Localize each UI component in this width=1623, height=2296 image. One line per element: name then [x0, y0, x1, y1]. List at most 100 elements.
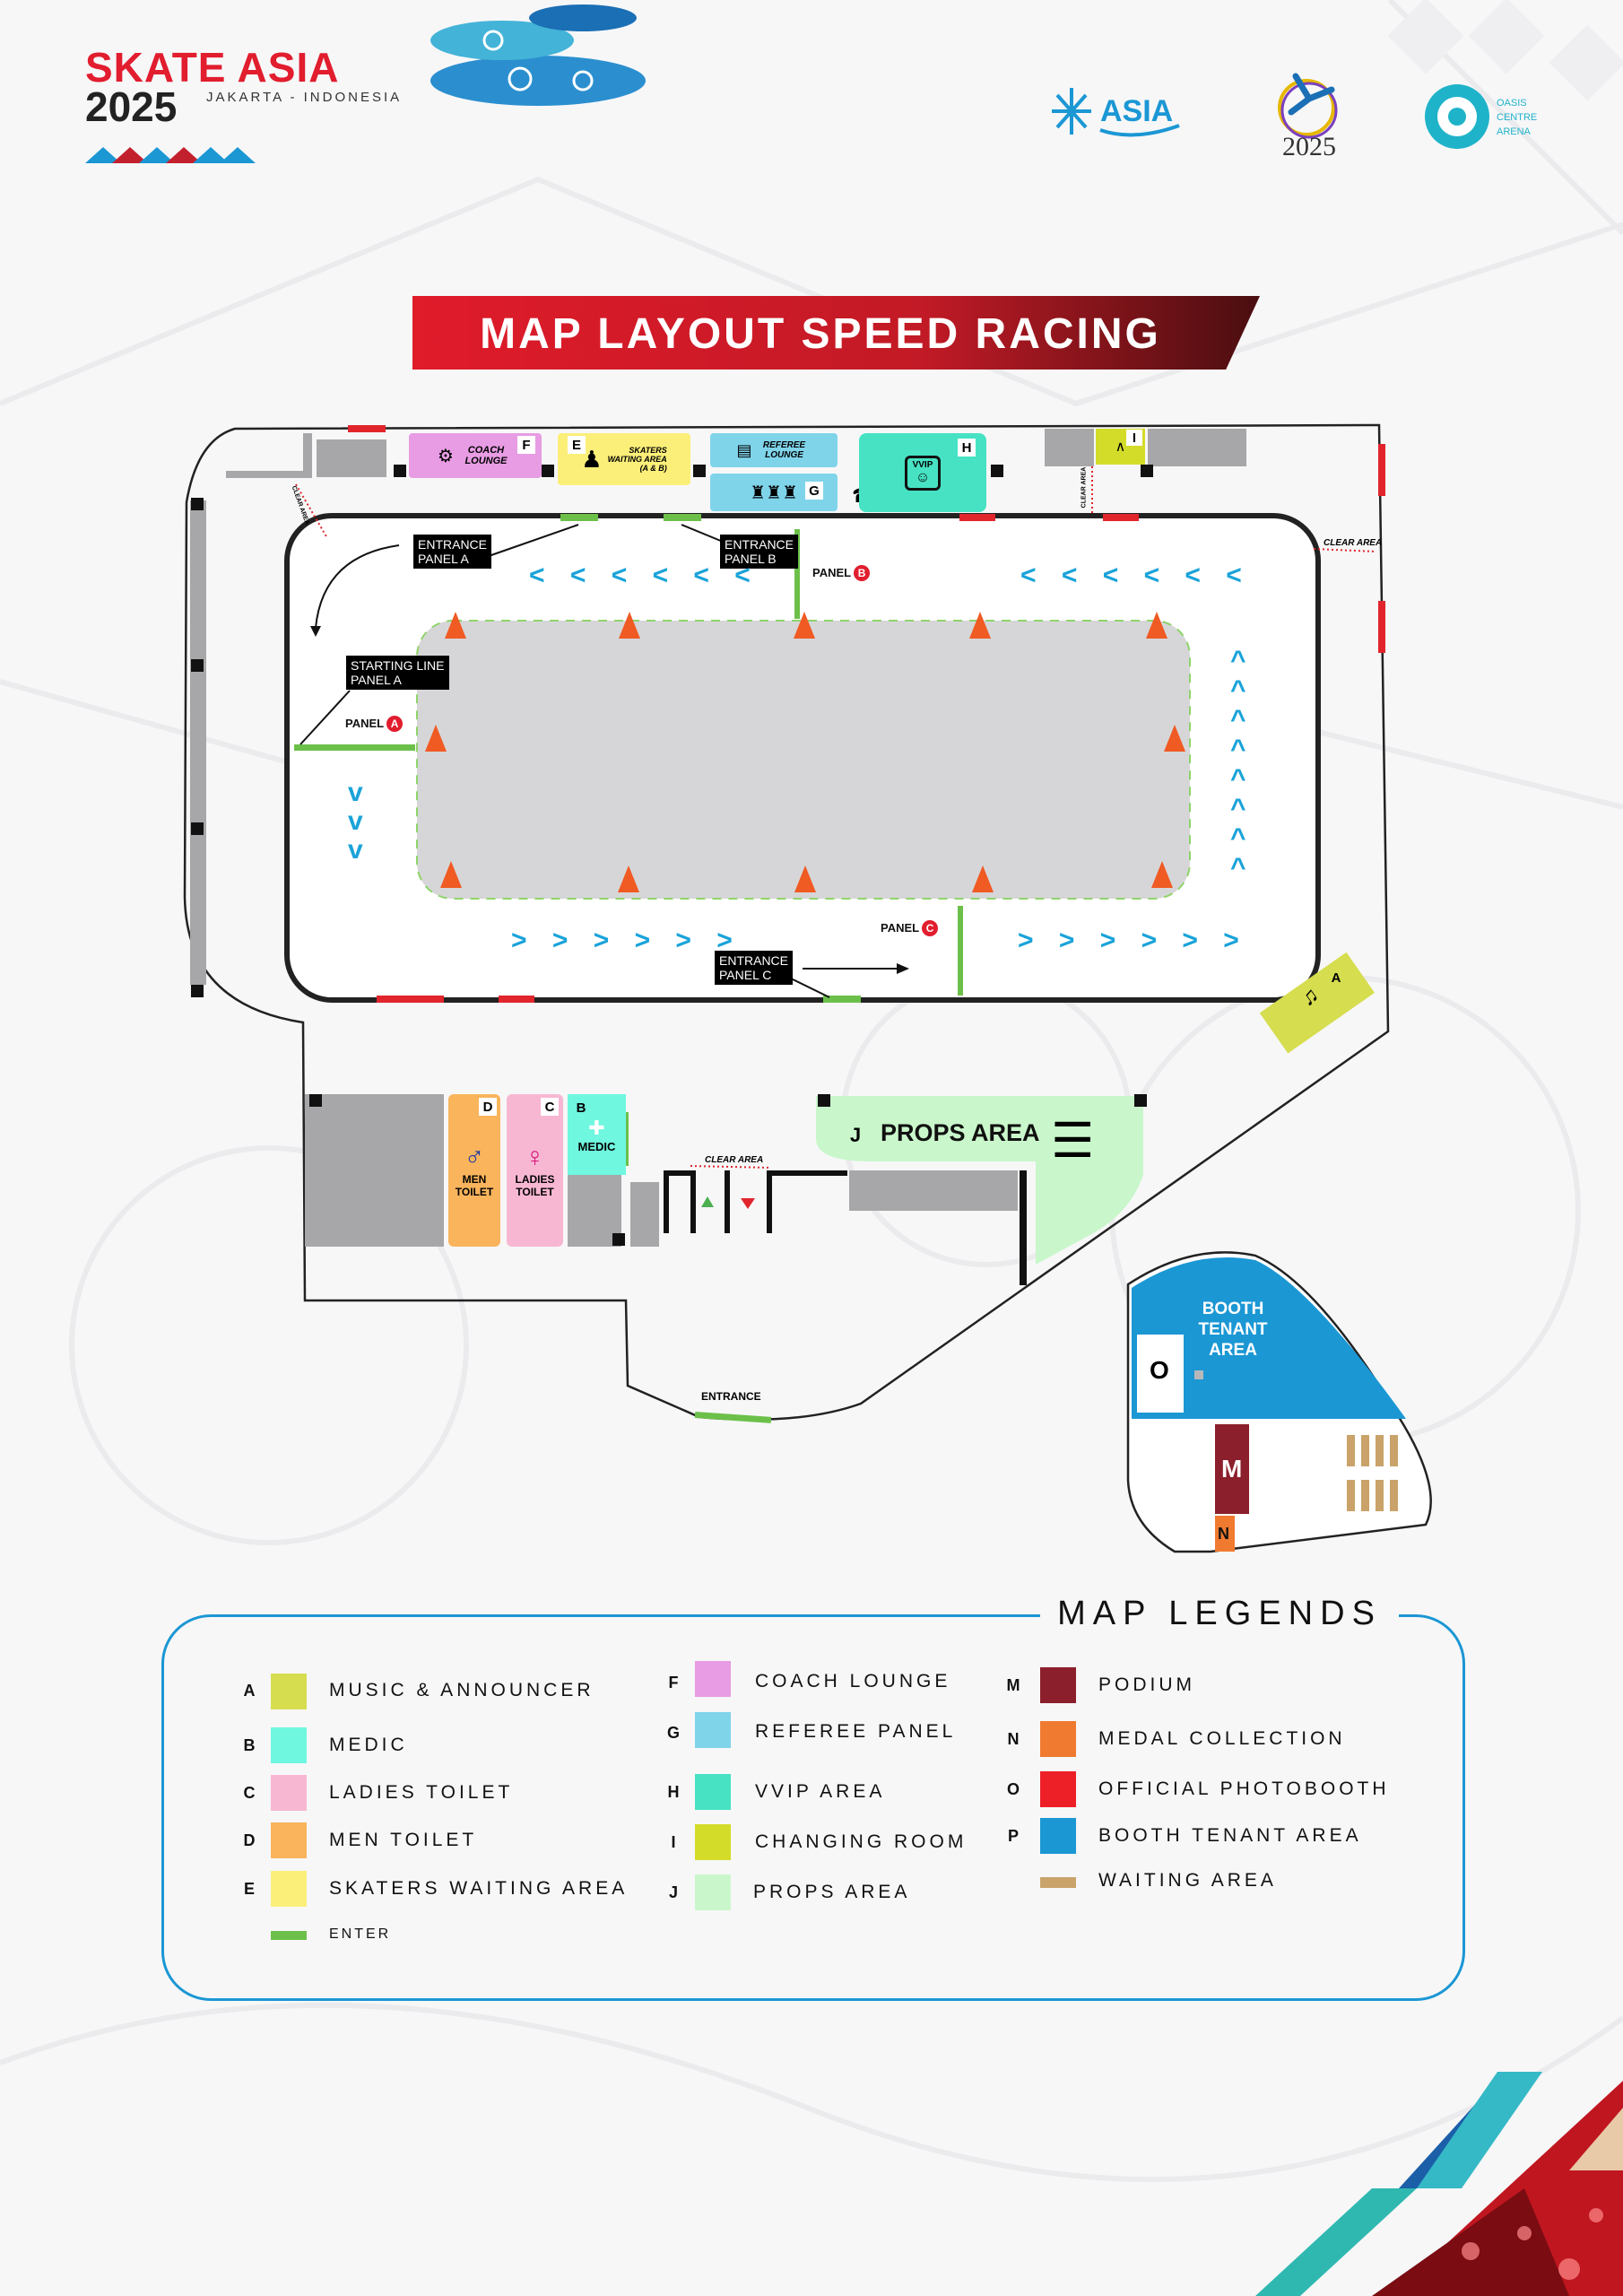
legend-label-music: MUSIC & ANNOUNCER: [329, 1680, 595, 1700]
entrance-panel-c-line1: ENTRANCE: [719, 953, 789, 968]
entrance-panel-a-line1: ENTRANCE: [418, 537, 488, 552]
panel-a-badge: A: [386, 716, 404, 732]
booth-tenant-line1: BOOTH: [1202, 1300, 1264, 1318]
legend-label-men-toilet: MEN TOILET: [329, 1830, 478, 1850]
legend-label-props-area: PROPS AREA: [753, 1882, 911, 1902]
starting-line-label: STARTING LINE PANEL A: [346, 656, 449, 690]
legend-label-coach-lounge: COACH LOUNGE: [755, 1671, 951, 1692]
legend-swatch-changing-room: [695, 1824, 731, 1860]
panel-b-word: PANEL: [812, 566, 852, 579]
letter-m: M: [1221, 1455, 1243, 1483]
arrow-up-5: ^: [1230, 764, 1246, 794]
legend-label-medic: MEDIC: [329, 1735, 408, 1755]
medic-label: MEDIC: [577, 1139, 616, 1153]
brand-title: SKATE ASIA: [85, 44, 340, 91]
legend-label-ladies-toilet: LADIES TOILET: [329, 1782, 514, 1803]
vip-person-icon: ☺: [915, 469, 931, 485]
clear-area-label-top: CLEAR AREA: [1081, 466, 1088, 509]
letter-b: B: [576, 1100, 586, 1116]
entrance-panel-c-line2: PANEL C: [719, 968, 772, 982]
legend-letter-m: M: [1006, 1676, 1020, 1694]
props-area-label: PROPS AREA: [881, 1119, 1040, 1146]
referee-panel-icon: ♜♜♜: [750, 483, 798, 503]
direction-arrows-top-right: < < < < < <: [1020, 561, 1251, 590]
letter-e: E: [568, 436, 586, 454]
legend-letter-e: E: [243, 1880, 255, 1898]
legend-letter-g: G: [666, 1724, 680, 1742]
medical-cross-icon: ✚: [588, 1116, 605, 1139]
brand-wave-decoration: [85, 147, 256, 163]
men-toilet-line1: MEN: [462, 1173, 487, 1186]
starting-line-line1: STARTING LINE: [351, 658, 445, 673]
desk-icon: ▤: [736, 440, 752, 459]
panel-a-word: PANEL: [345, 717, 385, 730]
medic-box: ✚ MEDIC: [568, 1094, 626, 1175]
letter-h: H: [958, 439, 976, 457]
oasis-line-1: OASIS: [1497, 98, 1527, 109]
letter-a: A: [1331, 970, 1341, 986]
arrow-up-6: ^: [1230, 794, 1246, 823]
legend-swatch-waiting-area: [1040, 1877, 1076, 1888]
arrow-up-4: ^: [1230, 735, 1246, 764]
seated-person-icon: ♟: [581, 445, 603, 473]
clear-area-label-bottom: CLEAR AREA: [705, 1155, 764, 1165]
legend-swatch-coach-lounge: [695, 1661, 731, 1697]
men-toilet-line2: TOILET: [455, 1186, 494, 1198]
letter-i: I: [1126, 430, 1142, 446]
letter-f: F: [517, 436, 535, 454]
panel-b-badge: B: [854, 565, 871, 581]
legend-swatch-medic: [271, 1727, 307, 1763]
legend-label-enter: ENTER: [329, 1926, 392, 1942]
letter-d: D: [479, 1098, 497, 1116]
arrow-up-3: ^: [1230, 705, 1246, 735]
legend-label-waiting-area: WAITING AREA: [1098, 1870, 1277, 1891]
map-title-banner: [412, 296, 1260, 370]
legend-letter-n: N: [1007, 1730, 1020, 1748]
legend-letter-j: J: [668, 1883, 678, 1901]
referee-lounge-box: ▤ REFEREE LOUNGE: [710, 433, 838, 467]
legend-swatch-booth-tenant: [1040, 1818, 1076, 1854]
direction-arrows-left-column: v v v: [348, 778, 363, 865]
asia-logo-text: ASIA: [1100, 94, 1173, 128]
inner-ice-area: [416, 620, 1191, 900]
legend-swatch-ladies-toilet: [271, 1775, 307, 1811]
legend-letter-h: H: [667, 1783, 680, 1801]
legend-swatch-men-toilet: [271, 1822, 307, 1858]
event-year-text: 2025: [1282, 132, 1336, 161]
letter-n: N: [1218, 1525, 1229, 1543]
arrow-up-8: ^: [1230, 853, 1246, 883]
arrow-down-1: v: [348, 778, 363, 807]
arrow-down-3: v: [348, 835, 363, 865]
oasis-centre-arena-logo: OASIS CENTRE ARENA: [1421, 81, 1538, 152]
referee-lounge-label: REFEREE LOUNGE: [762, 440, 806, 460]
props-area-shape: [816, 1096, 1143, 1265]
venue-map: [183, 423, 1432, 1553]
legend-letter-c: C: [243, 1784, 256, 1802]
legend-label-referee-panel: REFEREE PANEL: [755, 1721, 957, 1742]
legend-label-vvip: VVIP AREA: [755, 1781, 886, 1802]
vvip-label: VVIP: [912, 459, 933, 470]
event-2025-logo: 2025: [1260, 58, 1358, 170]
curtain-easel-icon: ☰: [1051, 1114, 1095, 1168]
skaters-waiting-line3: (A & B): [639, 464, 667, 473]
female-icon: ♀: [525, 1143, 545, 1172]
hanger-icon: ∧: [1115, 439, 1126, 455]
legend-letter-b: B: [243, 1736, 256, 1754]
ladies-toilet-line2: TOILET: [516, 1186, 554, 1198]
oasis-line-3: ARENA: [1497, 126, 1532, 137]
coach-lounge-icon: ⚙: [438, 446, 454, 466]
legend-letter-f: F: [668, 1674, 679, 1692]
skaters-waiting-line1: SKATERS: [629, 446, 667, 455]
main-entrance-label: ENTRANCE: [701, 1390, 761, 1403]
legend-title: MAP LEGENDS: [1057, 1595, 1382, 1632]
oasis-line-2: CENTRE: [1497, 112, 1537, 123]
letter-c: C: [541, 1098, 559, 1116]
entrance-panel-b-line2: PANEL B: [725, 552, 777, 566]
legend-label-medal-collection: MEDAL COLLECTION: [1098, 1728, 1346, 1749]
entrance-panel-c-label: ENTRANCE PANEL C: [715, 951, 794, 985]
legend-label-podium: PODIUM: [1098, 1674, 1195, 1695]
entrance-panel-a-line2: PANEL A: [418, 552, 469, 566]
legend-label-photobooth: OFFICIAL PHOTOBOOTH: [1098, 1779, 1390, 1799]
starting-line-line2: PANEL A: [351, 673, 402, 687]
